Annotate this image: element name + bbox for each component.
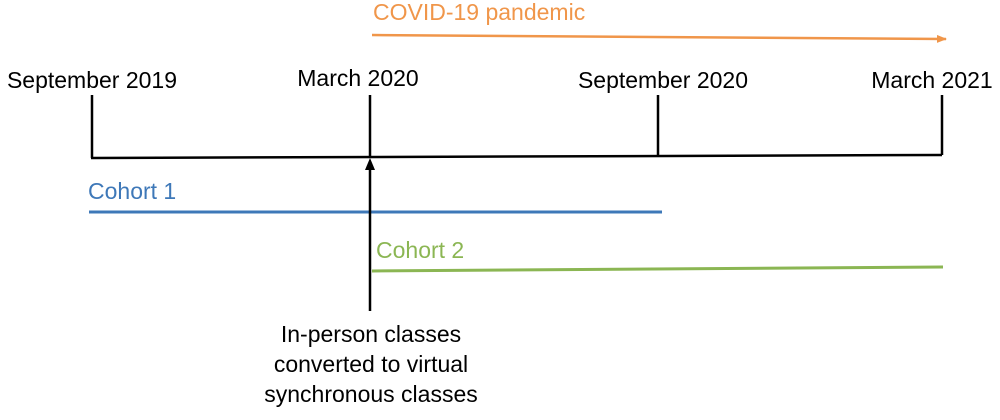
pandemic-arrow [371, 33, 947, 43]
tick-label-mar-2020: March 2020 [297, 65, 418, 91]
timeline-axis [90, 153, 943, 160]
event-pointer-arrowhead [365, 158, 375, 170]
cohort-2-label: Cohort 2 [376, 237, 464, 263]
annotation-line-1: In-person classes [281, 321, 461, 347]
annotation-line-2: converted to virtual [274, 351, 468, 377]
tick-label-mar-2021: March 2021 [871, 67, 992, 93]
cohort-2-bar [371, 265, 944, 273]
pandemic-label: COVID-19 pandemic [373, 0, 585, 25]
annotation-line-3: synchronous classes [264, 381, 478, 407]
cohort-1-label: Cohort 1 [88, 178, 176, 204]
tick-label-sep-2019: September 2019 [7, 67, 177, 93]
tick-label-sep-2020: September 2020 [578, 67, 748, 93]
